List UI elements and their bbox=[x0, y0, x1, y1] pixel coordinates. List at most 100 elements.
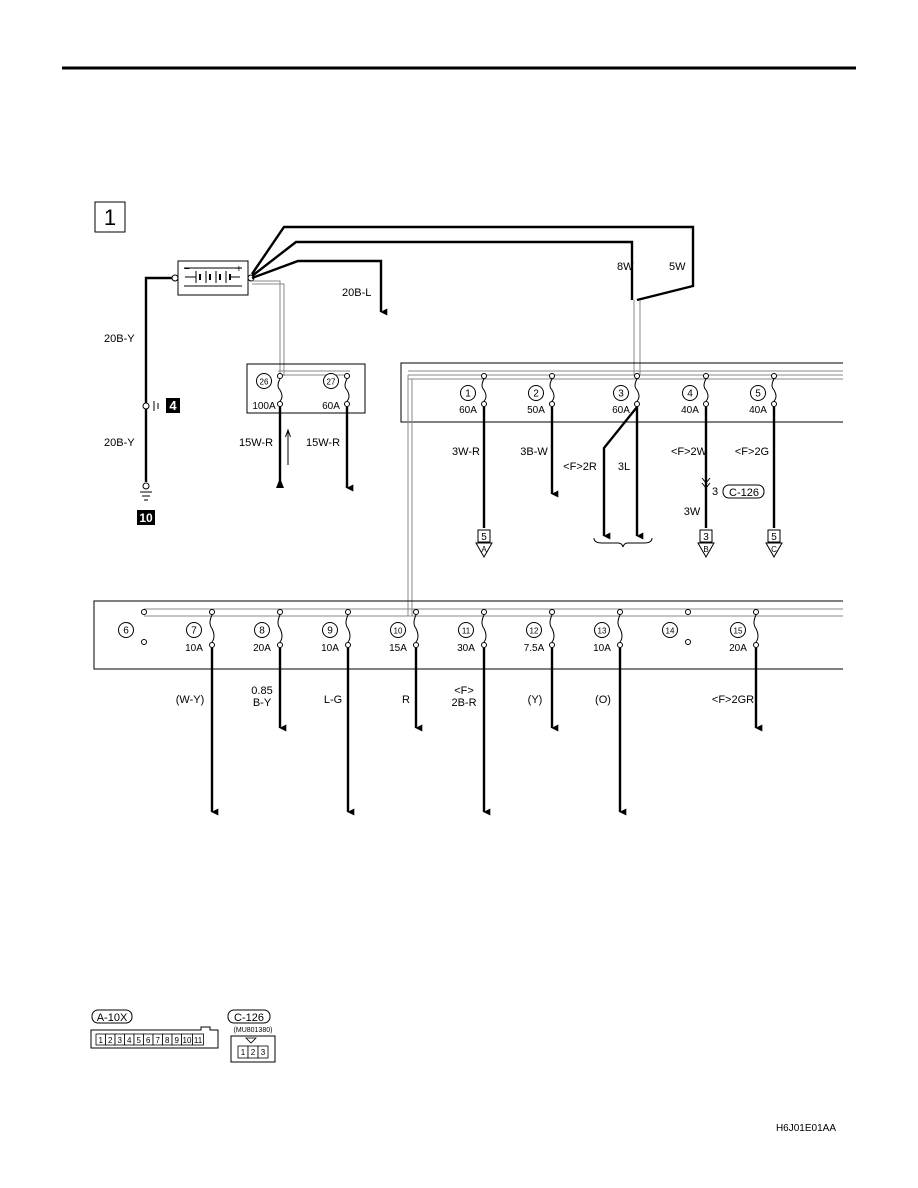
fuse-27-element bbox=[344, 378, 350, 402]
fuse-1-connector-letter: A bbox=[481, 545, 487, 554]
fuse-12-terminal-top bbox=[549, 609, 555, 615]
fuse-4-connector-triangle bbox=[697, 542, 715, 559]
a10x-pin-4: 4 bbox=[127, 1036, 132, 1045]
fuse-3-circle bbox=[613, 385, 629, 401]
connector-a10x-label: A-10X bbox=[97, 1012, 128, 1024]
fuse-27-terminal-top bbox=[344, 373, 350, 379]
fuse-3-amp: 60A bbox=[612, 405, 630, 416]
ground-mark-10 bbox=[137, 510, 155, 525]
fuse-27-number: 27 bbox=[327, 378, 336, 387]
fuse-13-wire-label: (O) bbox=[595, 694, 611, 706]
fuse-1-terminal-bottom bbox=[481, 401, 487, 407]
wire-15w-r-26-arrow bbox=[276, 478, 284, 488]
fuse-15-terminal-bottom bbox=[753, 642, 759, 648]
fuse-15-element bbox=[753, 614, 759, 643]
fuse-3-terminal-bottom bbox=[634, 401, 640, 407]
fuse-10-wire-label: R bbox=[402, 694, 410, 706]
fuse-4-number: 4 bbox=[687, 389, 693, 400]
fuse-9-amp: 10A bbox=[321, 643, 339, 654]
fuse-9-number: 9 bbox=[327, 626, 333, 637]
fuse-2-element bbox=[549, 378, 555, 402]
fuse-5-connector-letter: C bbox=[771, 545, 777, 554]
fuse-9-element bbox=[345, 614, 351, 643]
fuse-11-amp: 30A bbox=[457, 643, 475, 654]
fuse-10-number: 10 bbox=[394, 627, 403, 636]
fuse-8-terminal-top bbox=[277, 609, 283, 615]
fuse-5-wire-label: <F>2G bbox=[735, 446, 769, 458]
current-direction-arrowhead bbox=[285, 428, 291, 438]
fuse-26-terminal-bottom bbox=[277, 401, 283, 407]
fuse-8-wire-label: 0.85 bbox=[251, 685, 272, 697]
fuse-5-amp: 40A bbox=[749, 405, 767, 416]
fuse-4-connector-ref: C-126 bbox=[729, 487, 759, 499]
a10x-pin-11: 11 bbox=[194, 1036, 203, 1045]
fuse-12-amp: 7.5A bbox=[524, 643, 545, 654]
fuse-26-terminal-top bbox=[277, 373, 283, 379]
fuse-4-wire2-label: 3W bbox=[684, 506, 701, 518]
fuse-12-circle bbox=[526, 622, 542, 638]
fuse-1-circle bbox=[460, 385, 476, 401]
fuse-9-terminal-bottom bbox=[345, 642, 351, 648]
fuse-27-amp: 60A bbox=[322, 401, 340, 412]
fuse-7-element bbox=[209, 614, 215, 643]
fuse-7-terminal-bottom bbox=[209, 642, 215, 648]
fuse-26-wire-label: 15W-R bbox=[239, 437, 273, 449]
fuse-12-terminal-bottom bbox=[549, 642, 555, 648]
a10x-pin-11-cell bbox=[192, 1033, 204, 1046]
fuse-4-terminal-bottom bbox=[703, 401, 709, 407]
fuse-4-circle bbox=[682, 385, 698, 401]
fuse-8-amp: 20A bbox=[253, 643, 271, 654]
fuse-9-terminal-top bbox=[345, 609, 351, 615]
fuse-1-connector-box bbox=[477, 529, 491, 543]
fuse-4-connector-number: 3 bbox=[703, 532, 709, 543]
fuse-2-wire-label: 3B-W bbox=[520, 446, 548, 458]
fuse-11-terminal-bottom bbox=[481, 642, 487, 648]
wire-20b-l bbox=[251, 259, 388, 316]
fuse-9-circle bbox=[322, 622, 338, 638]
junction-mark-4 bbox=[166, 398, 180, 413]
a10x-pin-2: 2 bbox=[108, 1036, 113, 1045]
ground-wire-label-upper: 20B-Y bbox=[104, 333, 135, 345]
section-number: 1 bbox=[104, 205, 116, 230]
fuse-2-number: 2 bbox=[533, 389, 539, 400]
fuse-8-terminal-bottom bbox=[277, 642, 283, 648]
a10x-pin-6: 6 bbox=[146, 1036, 151, 1045]
fuse-6-terminal-top bbox=[141, 609, 147, 615]
fuse-1-element bbox=[481, 378, 487, 402]
fuse-6-terminal-bottom bbox=[141, 639, 147, 645]
fuse-12-element bbox=[549, 614, 555, 643]
fuse-5-number: 5 bbox=[755, 389, 761, 400]
a10x-pin-1: 1 bbox=[99, 1036, 104, 1045]
fuse-14-terminal-bottom bbox=[685, 639, 691, 645]
fuse-5-connector-box bbox=[767, 529, 781, 543]
fuse-15-wire-label: <F>2GR bbox=[712, 694, 754, 706]
fuse-4-connector-letter: B bbox=[703, 545, 708, 554]
fuse-10-circle bbox=[390, 622, 406, 638]
wire-5w bbox=[251, 225, 695, 302]
fuse-26-number: 26 bbox=[260, 378, 269, 387]
section-number-box bbox=[94, 201, 126, 233]
a10x-pin-8: 8 bbox=[165, 1036, 170, 1045]
fuse-4-connector-ref-box bbox=[722, 484, 765, 499]
page-code: H6J01E01AA bbox=[776, 1123, 836, 1134]
fuse-10-amp: 15A bbox=[389, 643, 407, 654]
fuse-14-number: 14 bbox=[666, 627, 675, 636]
a10x-pin-5: 5 bbox=[137, 1036, 142, 1045]
fuse-15-number: 15 bbox=[734, 627, 743, 636]
fuse-3-element bbox=[634, 378, 640, 402]
fuse-12-wire-label: (Y) bbox=[528, 694, 543, 706]
fuse-3-wire-b-label: 3L bbox=[618, 461, 630, 473]
fuse-3-wire-a-label: <F>2R bbox=[563, 461, 597, 473]
c126-pin-1: 1 bbox=[241, 1048, 246, 1057]
fuse-11-element bbox=[481, 614, 487, 643]
fuse-4-amp: 40A bbox=[681, 405, 699, 416]
fuse-5-terminal-bottom bbox=[771, 401, 777, 407]
fuse-5-element bbox=[771, 378, 777, 402]
fuse-8-wire2-label: B-Y bbox=[253, 697, 272, 709]
fuse-15-circle bbox=[730, 622, 746, 638]
fuse-9-wire-label: L-G bbox=[324, 694, 342, 706]
battery: − + bbox=[171, 260, 255, 296]
